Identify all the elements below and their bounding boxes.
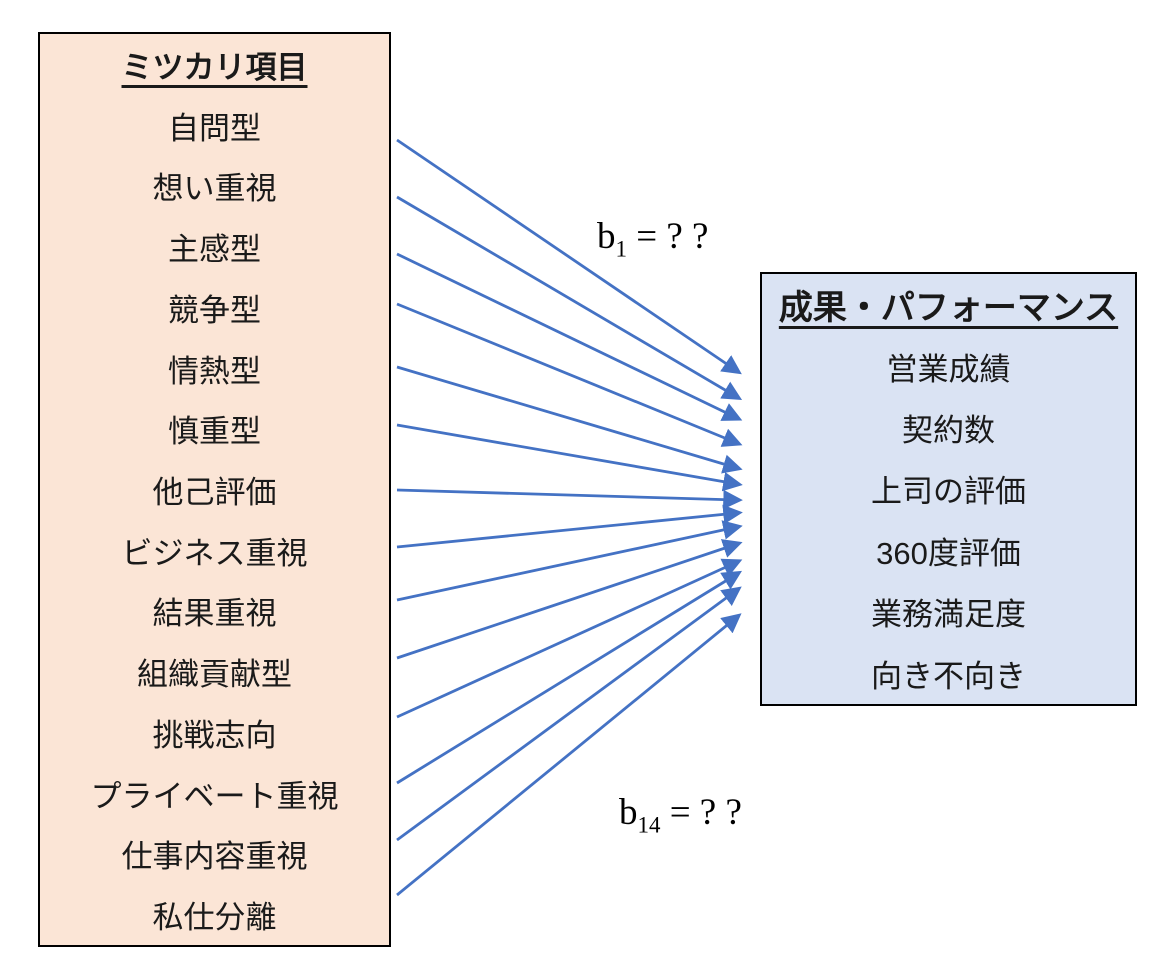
performance-item-1: 営業成績 xyxy=(886,351,1011,387)
arrow-b5 xyxy=(396,365,743,474)
mitsucari-item-7: 他己評価 xyxy=(152,475,277,510)
coefficient-label-b14: b14 = ? ? xyxy=(619,792,742,838)
mitsucari-item-5: 情熱型 xyxy=(168,353,261,389)
mitsucari-item-3: 主感型 xyxy=(168,232,261,268)
performance-item-6: 向き不向き xyxy=(871,658,1026,694)
coefficient-label-b1: b1 = ? ? xyxy=(597,216,709,262)
mitsucari-item-1: 自問型 xyxy=(168,110,261,146)
arrow-b10 xyxy=(396,539,743,660)
performance-item-2: 契約数 xyxy=(902,413,995,449)
mitsucari-item-14: 私仕分離 xyxy=(152,900,277,936)
arrow-b11 xyxy=(396,558,743,719)
mitsucari-item-13: 仕事内容重視 xyxy=(121,839,308,875)
mitsucari-item-2: 想い重視 xyxy=(152,171,277,207)
mitsucari-item-10: 組織貢献型 xyxy=(137,657,292,693)
arrow-b6 xyxy=(396,423,743,492)
performance-item-4: 360度評価 xyxy=(876,535,1021,571)
arrow-b9 xyxy=(396,520,743,602)
arrow-b7 xyxy=(396,488,743,510)
arrow-b8 xyxy=(396,504,743,549)
performance-box-title: 成果・パフォーマンス xyxy=(778,289,1119,328)
mitsucari-box-title: ミツカリ項目 xyxy=(121,49,308,85)
mitsucari-item-4: 競争型 xyxy=(168,292,261,328)
mitsucari-items-box: ミツカリ項目 自問型想い重視主感型競争型情熱型慎重型他己評価ビジネス重視結果重視… xyxy=(38,32,391,947)
performance-item-3: 上司の評価 xyxy=(871,474,1026,510)
mitsucari-item-12: プライベート重視 xyxy=(90,778,339,814)
mitsucari-item-6: 慎重型 xyxy=(168,414,261,450)
performance-box: 成果・パフォーマンス 営業成績契約数上司の評価 360度評価業務満足度向き不向き xyxy=(760,272,1137,706)
mitsucari-item-11: 挑戦志向 xyxy=(152,717,277,753)
mitsucari-item-9: 結果重視 xyxy=(152,596,277,632)
performance-item-5: 業務満足度 xyxy=(871,597,1026,633)
arrow-b4 xyxy=(396,302,743,447)
mitsucari-item-8: ビジネス重視 xyxy=(121,535,308,571)
